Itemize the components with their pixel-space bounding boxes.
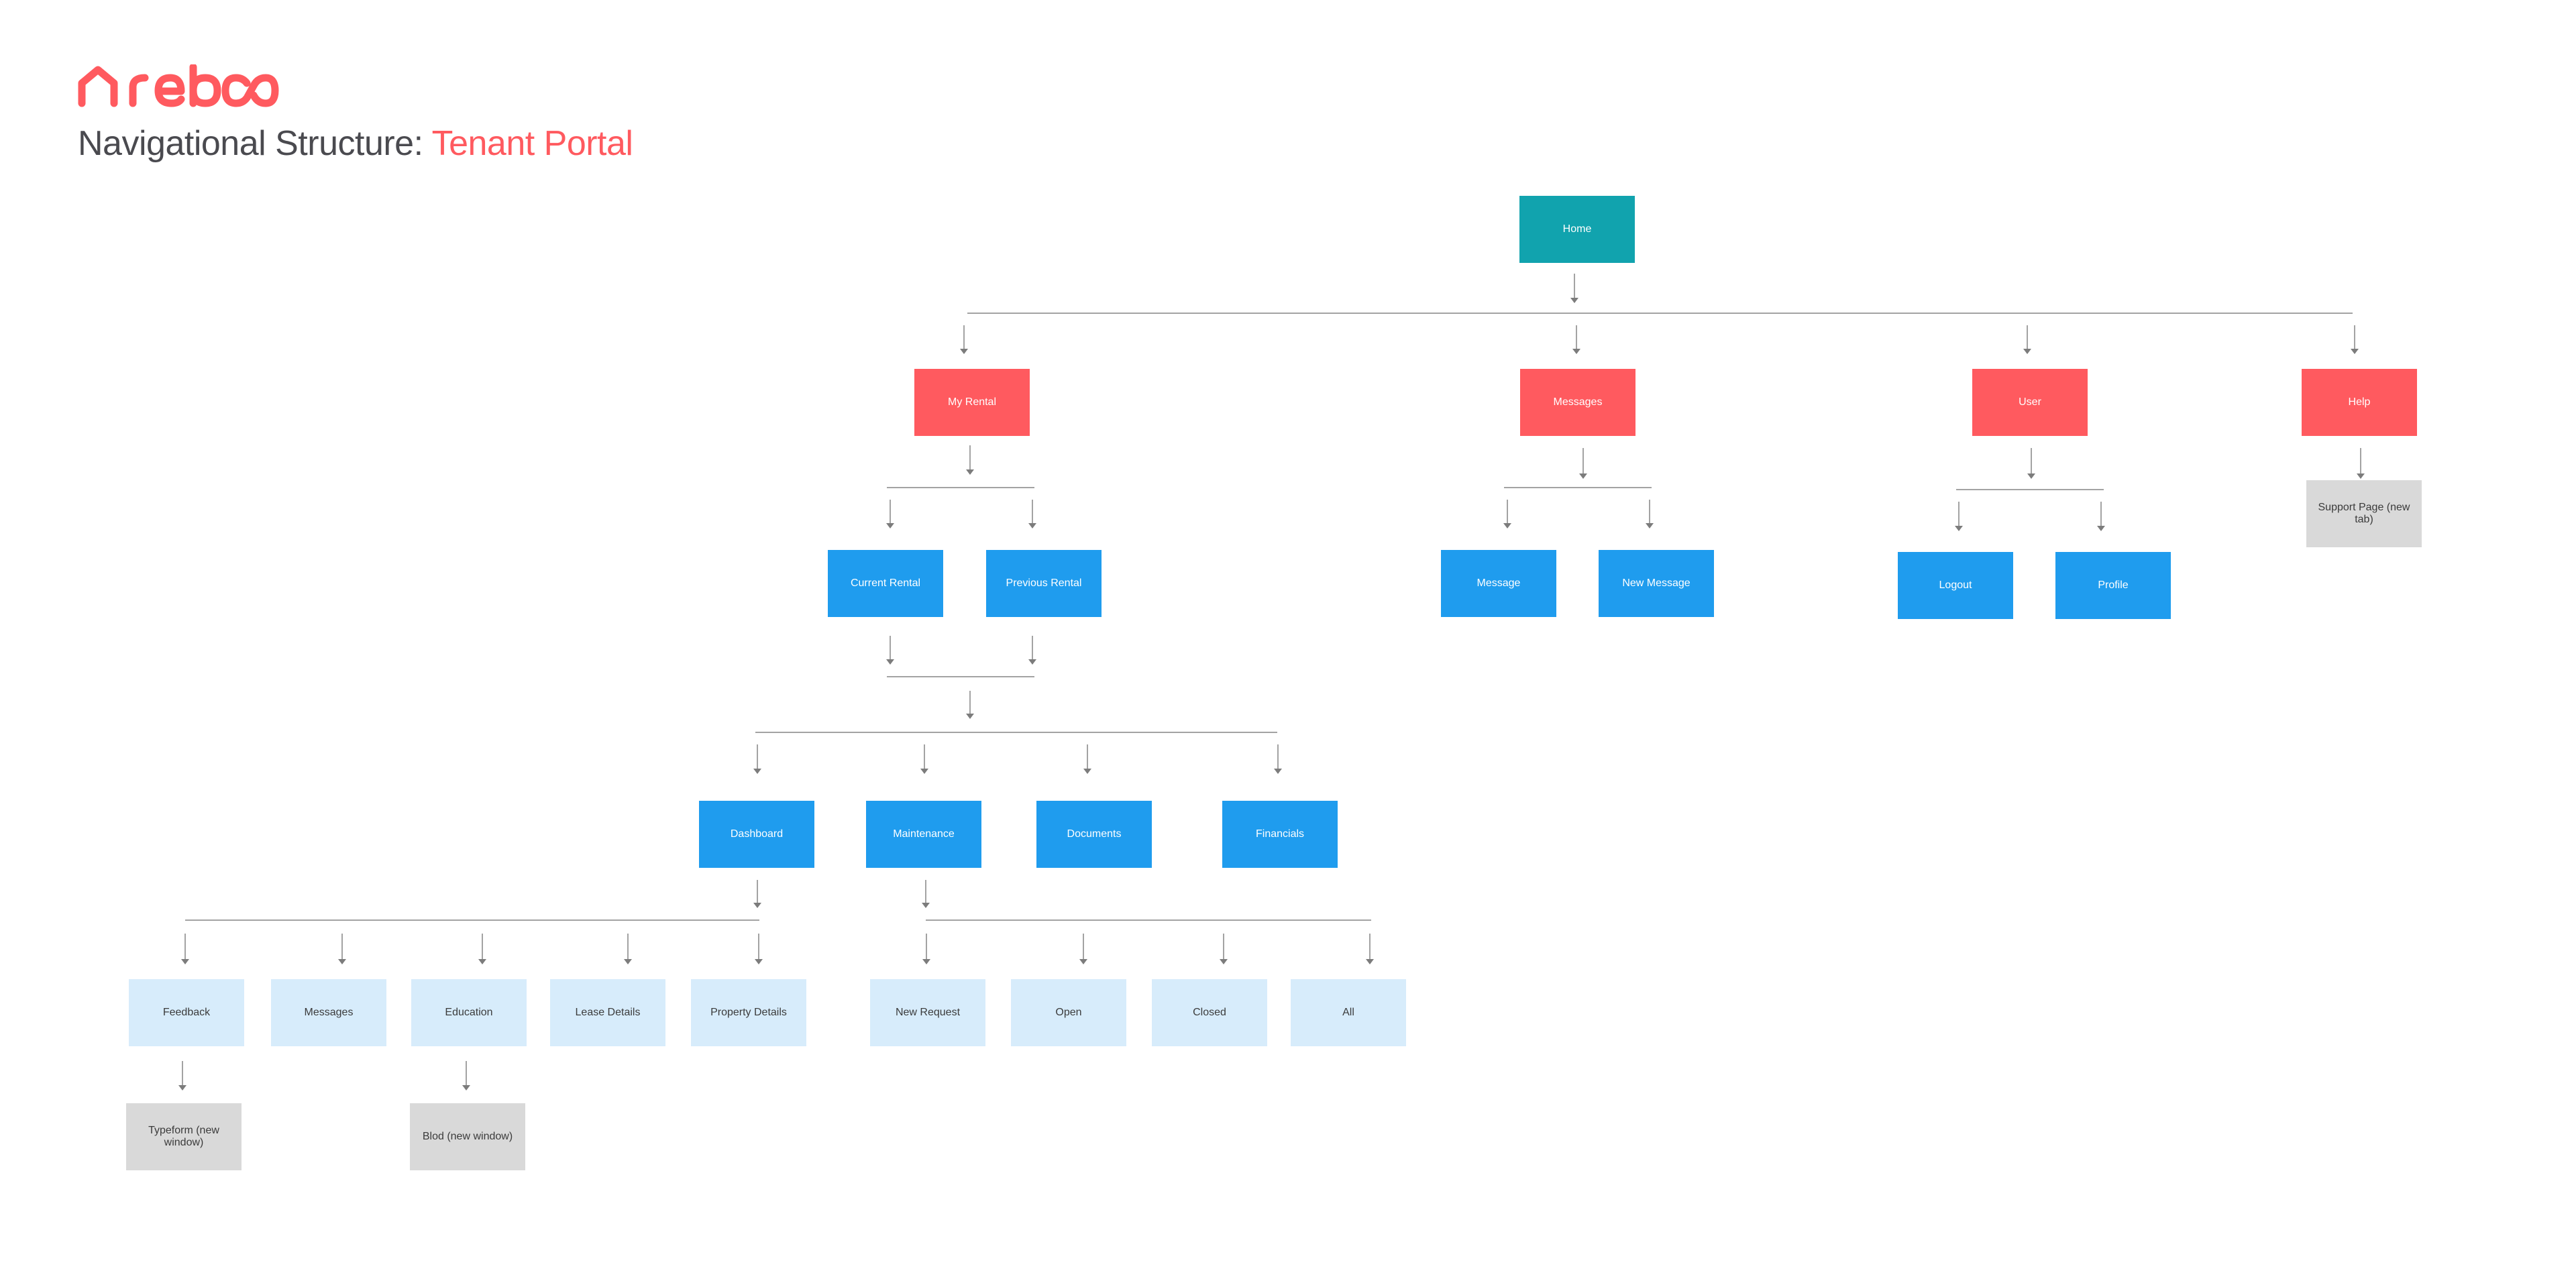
node-label: New Message — [1622, 577, 1690, 589]
node-typeform: Typeform (new window) — [126, 1103, 241, 1170]
node-label: Maintenance — [893, 828, 955, 840]
node-property-details: Property Details — [691, 979, 806, 1046]
node-messages: Messages — [1520, 369, 1635, 436]
node-help: Help — [2302, 369, 2417, 436]
node-label: Lease Details — [575, 1007, 641, 1018]
node-lease-details: Lease Details — [550, 979, 665, 1046]
node-maintenance: Maintenance — [866, 801, 981, 868]
node-all: All — [1291, 979, 1406, 1046]
node-dashboard: Dashboard — [699, 801, 814, 868]
node-label: Documents — [1067, 828, 1122, 840]
node-label: Message — [1477, 577, 1521, 589]
node-label: Previous Rental — [1006, 577, 1082, 589]
rebca-logo — [78, 64, 279, 107]
node-label: Current Rental — [850, 577, 921, 589]
node-label: New Request — [895, 1007, 961, 1018]
node-financials: Financials — [1222, 801, 1338, 868]
page-title-prefix: Navigational Structure: — [78, 124, 432, 163]
node-label: Help — [2348, 396, 2371, 408]
node-new-message: New Message — [1599, 550, 1714, 617]
node-feedback: Feedback — [129, 979, 244, 1046]
node-label: User — [2019, 396, 2041, 408]
node-label: Blod (new window) — [422, 1131, 513, 1142]
node-label: Home — [1562, 223, 1592, 235]
node-label: Logout — [1939, 579, 1972, 591]
node-education: Education — [411, 979, 527, 1046]
node-user: User — [1972, 369, 2088, 436]
node-my-rental: My Rental — [914, 369, 1030, 436]
node-documents: Documents — [1036, 801, 1152, 868]
node-logout: Logout — [1898, 552, 2013, 619]
node-label: Education — [445, 1007, 493, 1018]
node-label: Messages — [1553, 396, 1603, 408]
page-title-highlight: Tenant Portal — [431, 124, 633, 163]
node-current-rental: Current Rental — [828, 550, 943, 617]
node-blod: Blod (new window) — [410, 1103, 525, 1170]
node-message: Message — [1441, 550, 1556, 617]
page-title: Navigational Structure: Tenant Portal — [78, 123, 633, 164]
node-new-request: New Request — [870, 979, 985, 1046]
node-label: Dashboard — [730, 828, 784, 840]
node-label: Open — [1055, 1007, 1082, 1018]
node-support-page: Support Page (new tab) — [2306, 480, 2422, 547]
node-label: Property Details — [710, 1007, 787, 1018]
node-open: Open — [1011, 979, 1126, 1046]
node-label: My Rental — [947, 396, 997, 408]
node-closed: Closed — [1152, 979, 1267, 1046]
node-label: Feedback — [162, 1007, 211, 1018]
node-label: Typeform (new window) — [148, 1125, 219, 1148]
node-label: Profile — [2098, 579, 2129, 591]
node-label: Closed — [1193, 1007, 1226, 1018]
node-label: All — [1342, 1007, 1354, 1018]
node-home: Home — [1519, 196, 1635, 263]
node-dashboard-messages: Messages — [271, 979, 386, 1046]
node-label: Support Page (new tab) — [2318, 502, 2410, 525]
node-profile: Profile — [2055, 552, 2171, 619]
node-label: Financials — [1255, 828, 1305, 840]
node-label: Messages — [304, 1007, 354, 1018]
node-previous-rental: Previous Rental — [986, 550, 1102, 617]
